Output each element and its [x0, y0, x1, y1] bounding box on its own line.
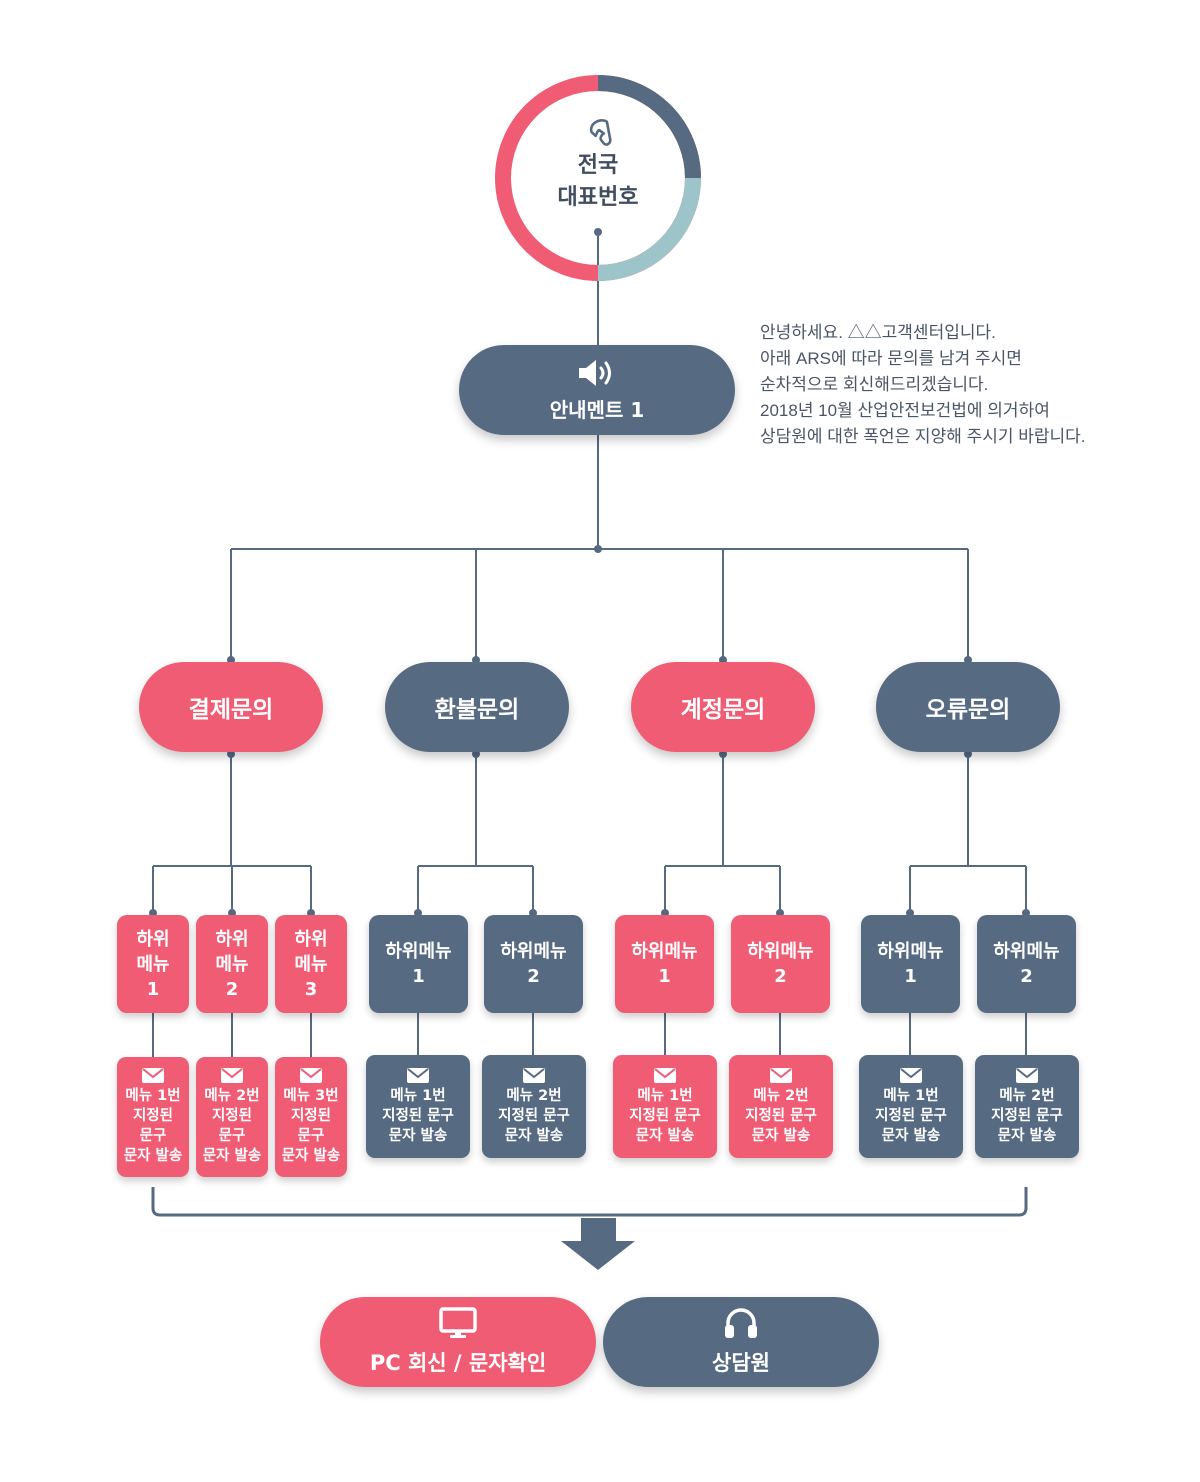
envelope-icon — [142, 1068, 164, 1083]
message-text: 메뉴 3번 지정된 문구 문자 발송 — [281, 1088, 341, 1164]
submenu-label: 하위 메뉴 1 — [136, 928, 170, 1000]
envelope-icon — [221, 1068, 243, 1083]
submenu-payment-1[interactable]: 하위 메뉴 1 — [117, 915, 189, 1013]
envelope-icon — [407, 1067, 429, 1083]
message-text: 메뉴 1번 지정된 문구 문자 발송 — [382, 1087, 454, 1144]
intro-line-5: 상담원에 대한 폭언은 지양해 주시기 바랍니다. — [760, 427, 1086, 446]
category-label: 환불문의 — [434, 697, 520, 723]
speaker-icon — [579, 359, 611, 386]
category-label: 결제문의 — [188, 697, 274, 723]
envelope-icon — [654, 1067, 676, 1083]
connector-dot — [472, 750, 480, 758]
connector-dot — [964, 750, 972, 758]
message-payment-1: 메뉴 1번 지정된 문구 문자 발송 — [117, 1057, 189, 1177]
down-arrow-icon — [561, 1218, 635, 1270]
intro-text: 안녕하세요. △△고객센터입니다. 아래 ARS에 따라 문의를 남겨 주시면 … — [760, 320, 1180, 450]
envelope-icon — [900, 1067, 922, 1083]
submenu-label: 하위 메뉴 2 — [215, 928, 249, 1000]
intro-line-1: 안녕하세요. △△고객센터입니다. — [760, 323, 996, 342]
category-payment[interactable]: 결제문의 — [139, 662, 323, 752]
submenu-error-1[interactable]: 하위메뉴 1 — [861, 915, 960, 1013]
collect-bracket — [151, 1187, 1028, 1217]
outcome-agent[interactable]: 상담원 — [603, 1297, 879, 1387]
submenu-label: 하위메뉴 2 — [747, 941, 814, 987]
outcome-label: 상담원 — [712, 1351, 770, 1375]
message-payment-3: 메뉴 3번 지정된 문구 문자 발송 — [275, 1057, 347, 1177]
submenu-account-2[interactable]: 하위메뉴 2 — [731, 915, 830, 1013]
announcement-label: 안내멘트 1 — [549, 397, 645, 422]
envelope-icon — [1016, 1067, 1038, 1083]
connector-dot — [594, 228, 602, 236]
message-error-2: 메뉴 2번 지정된 문구 문자 발송 — [975, 1055, 1079, 1158]
category-error[interactable]: 오류문의 — [876, 662, 1060, 752]
phone-icon — [589, 119, 612, 146]
connector-dot — [227, 750, 235, 758]
message-text: 메뉴 1번 지정된 문구 문자 발송 — [629, 1087, 701, 1144]
envelope-icon — [300, 1068, 322, 1083]
intro-line-3: 순차적으로 회신해드리겠습니다. — [760, 375, 989, 394]
message-refund-1: 메뉴 1번 지정된 문구 문자 발송 — [366, 1055, 470, 1158]
envelope-icon — [770, 1067, 792, 1083]
message-payment-2: 메뉴 2번 지정된 문구 문자 발송 — [196, 1057, 268, 1177]
envelope-icon — [523, 1067, 545, 1083]
message-text: 메뉴 1번 지정된 문구 문자 발송 — [875, 1087, 947, 1144]
outcome-label: PC 회신 / 문자확인 — [369, 1351, 547, 1375]
category-refund[interactable]: 환불문의 — [385, 662, 569, 752]
submenu-label: 하위메뉴 1 — [877, 941, 944, 987]
message-text: 메뉴 2번 지정된 문구 문자 발송 — [991, 1087, 1063, 1144]
center-ring — [495, 75, 701, 281]
headset-icon — [725, 1308, 757, 1338]
monitor-icon — [439, 1307, 477, 1338]
submenu-payment-3[interactable]: 하위 메뉴 3 — [275, 915, 347, 1013]
message-text: 메뉴 2번 지정된 문구 문자 발송 — [498, 1087, 570, 1144]
submenu-label: 하위 메뉴 3 — [294, 928, 328, 1000]
category-account[interactable]: 계정문의 — [631, 662, 815, 752]
intro-line-4: 2018년 10월 산업안전보건법에 의거하여 — [760, 401, 1050, 420]
intro-line-2: 아래 ARS에 따라 문의를 남겨 주시면 — [760, 349, 1022, 368]
submenu-refund-1[interactable]: 하위메뉴 1 — [369, 915, 468, 1013]
connector-dot — [719, 750, 727, 758]
center-line-2: 대표번호 — [557, 185, 639, 210]
message-refund-2: 메뉴 2번 지정된 문구 문자 발송 — [482, 1055, 586, 1158]
message-error-1: 메뉴 1번 지정된 문구 문자 발송 — [859, 1055, 963, 1158]
category-label: 계정문의 — [680, 697, 766, 723]
submenu-account-1[interactable]: 하위메뉴 1 — [615, 915, 714, 1013]
submenu-label: 하위메뉴 1 — [631, 941, 698, 987]
announcement-node[interactable]: 안내멘트 1 — [459, 345, 735, 435]
message-account-2: 메뉴 2번 지정된 문구 문자 발송 — [729, 1055, 833, 1158]
center-line-1: 전국 — [577, 153, 619, 178]
submenu-label: 하위메뉴 2 — [993, 941, 1060, 987]
submenu-refund-2[interactable]: 하위메뉴 2 — [484, 915, 583, 1013]
submenu-payment-2[interactable]: 하위 메뉴 2 — [196, 915, 268, 1013]
message-text: 메뉴 2번 지정된 문구 문자 발송 — [745, 1087, 817, 1144]
submenu-error-2[interactable]: 하위메뉴 2 — [977, 915, 1076, 1013]
submenu-label: 하위메뉴 1 — [385, 941, 452, 987]
message-account-1: 메뉴 1번 지정된 문구 문자 발송 — [613, 1055, 717, 1158]
message-text: 메뉴 2번 지정된 문구 문자 발송 — [202, 1088, 262, 1164]
center-label: 전국 대표번호 — [495, 150, 701, 214]
category-label: 오류문의 — [925, 697, 1011, 723]
submenu-label: 하위메뉴 2 — [500, 941, 567, 987]
message-text: 메뉴 1번 지정된 문구 문자 발송 — [123, 1088, 183, 1164]
outcome-pc-reply[interactable]: PC 회신 / 문자확인 — [320, 1297, 596, 1387]
